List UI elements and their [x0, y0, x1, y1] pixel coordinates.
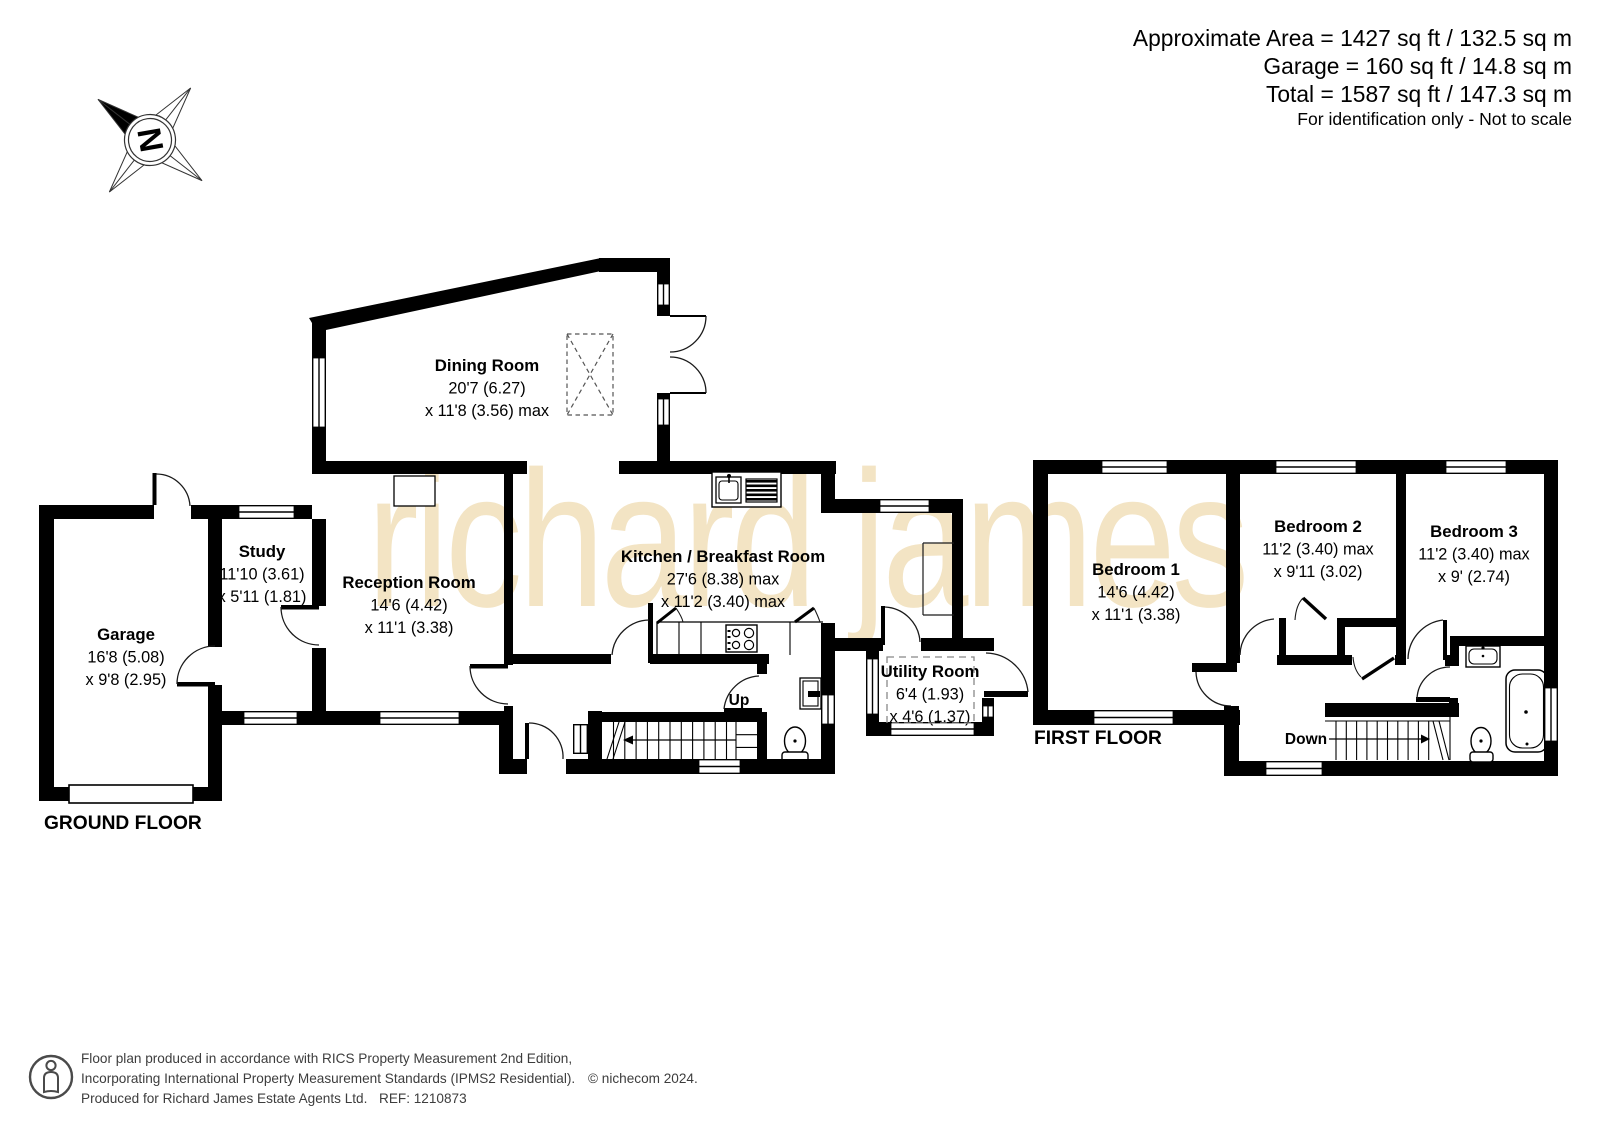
svg-text:Garage: Garage — [97, 625, 155, 644]
svg-text:© nichecom 2024.: © nichecom 2024. — [588, 1071, 698, 1086]
svg-text:Down: Down — [1285, 731, 1327, 748]
svg-text:Produced for Richard James Est: Produced for Richard James Estate Agents… — [81, 1091, 367, 1106]
svg-text:Floor plan produced in accorda: Floor plan produced in accordance with R… — [81, 1051, 572, 1066]
svg-text:Garage = 160 sq ft / 14.8 sq m: Garage = 160 sq ft / 14.8 sq m — [1263, 53, 1572, 79]
svg-text:FIRST FLOOR: FIRST FLOOR — [1034, 728, 1162, 749]
svg-text:Kitchen / Breakfast Room: Kitchen / Breakfast Room — [621, 547, 825, 566]
svg-text:Study: Study — [239, 542, 286, 561]
svg-text:Dining Room: Dining Room — [435, 356, 539, 375]
svg-text:16'8 (5.08): 16'8 (5.08) — [87, 649, 164, 667]
svg-text:Incorporating International Pr: Incorporating International Property Mea… — [81, 1071, 575, 1086]
svg-text:Reception Room: Reception Room — [342, 573, 475, 592]
svg-text:14'6 (4.42): 14'6 (4.42) — [370, 597, 447, 615]
svg-text:x 9'11 (3.02): x 9'11 (3.02) — [1274, 563, 1363, 581]
svg-text:Approximate Area = 1427 sq ft: Approximate Area = 1427 sq ft / 132.5 sq… — [1133, 25, 1572, 51]
svg-text:x 9'8 (2.95): x 9'8 (2.95) — [86, 671, 167, 689]
svg-text:20'7 (6.27): 20'7 (6.27) — [448, 380, 525, 398]
svg-text:x 11'1 (3.38): x 11'1 (3.38) — [365, 619, 454, 637]
svg-text:6'4 (1.93): 6'4 (1.93) — [896, 686, 964, 704]
svg-text:x 11'2 (3.40) max: x 11'2 (3.40) max — [661, 593, 785, 611]
svg-text:REF: 1210873: REF: 1210873 — [379, 1091, 467, 1106]
svg-text:x 5'11 (1.81): x 5'11 (1.81) — [218, 588, 307, 606]
svg-text:11'2 (3.40) max: 11'2 (3.40) max — [1418, 546, 1529, 564]
svg-text:x 11'8 (3.56) max: x 11'8 (3.56) max — [425, 402, 549, 420]
svg-text:27'6 (8.38) max: 27'6 (8.38) max — [667, 571, 780, 589]
svg-text:Utility Room: Utility Room — [881, 662, 980, 681]
svg-text:Total = 1587 sq ft / 147.3 sq: Total = 1587 sq ft / 147.3 sq m — [1266, 81, 1572, 107]
svg-text:14'6 (4.42): 14'6 (4.42) — [1097, 584, 1174, 602]
svg-text:11'2 (3.40) max: 11'2 (3.40) max — [1262, 541, 1373, 559]
svg-text:11'10 (3.61): 11'10 (3.61) — [219, 566, 304, 584]
svg-text:x 4'6 (1.37): x 4'6 (1.37) — [890, 708, 971, 726]
svg-text:Bedroom 1: Bedroom 1 — [1092, 560, 1180, 579]
svg-text:Up: Up — [729, 692, 750, 709]
svg-text:GROUND FLOOR: GROUND FLOOR — [44, 813, 202, 834]
svg-text:x 9' (2.74): x 9' (2.74) — [1438, 568, 1510, 586]
svg-text:Bedroom 2: Bedroom 2 — [1274, 517, 1362, 536]
svg-text:For identification only - Not: For identification only - Not to scale — [1297, 109, 1572, 129]
svg-text:x 11'1 (3.38): x 11'1 (3.38) — [1092, 606, 1181, 624]
svg-text:Bedroom 3: Bedroom 3 — [1430, 522, 1518, 541]
